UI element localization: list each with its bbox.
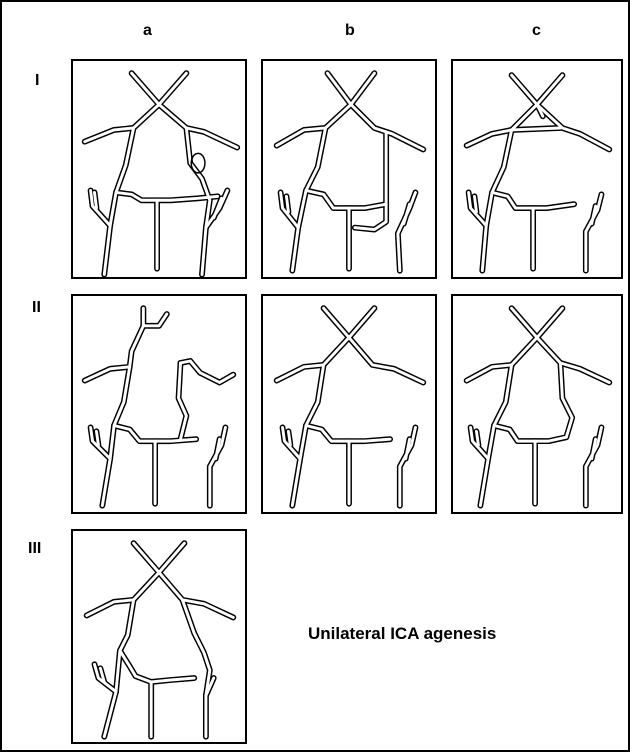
row-label-i: I: [35, 72, 39, 90]
row-label-iii: III: [28, 540, 41, 558]
panel-ii-a: [71, 294, 247, 514]
vessel-diagram-iii-a: [73, 531, 245, 742]
vessel-diagram-ii-a: [73, 296, 245, 512]
row-label-ii: II: [32, 299, 41, 317]
panel-ii-b: [261, 294, 437, 514]
vessel-diagram-ii-c: [453, 296, 621, 512]
column-label-b: b: [345, 22, 355, 40]
panel-i-c: [451, 59, 623, 279]
column-label-c: c: [532, 22, 541, 40]
panel-i-a: [71, 59, 247, 279]
vessel-diagram-i-b: [263, 61, 435, 277]
panel-ii-c: [451, 294, 623, 514]
panel-iii-a: [71, 529, 247, 744]
vessel-diagram-ii-b: [263, 296, 435, 512]
panel-i-b: [261, 59, 437, 279]
caption: Unilateral ICA agenesis: [308, 624, 628, 644]
vessel-diagram-i-a: [73, 61, 245, 277]
vessel-diagram-i-c: [453, 61, 621, 277]
column-label-a: a: [143, 22, 152, 40]
